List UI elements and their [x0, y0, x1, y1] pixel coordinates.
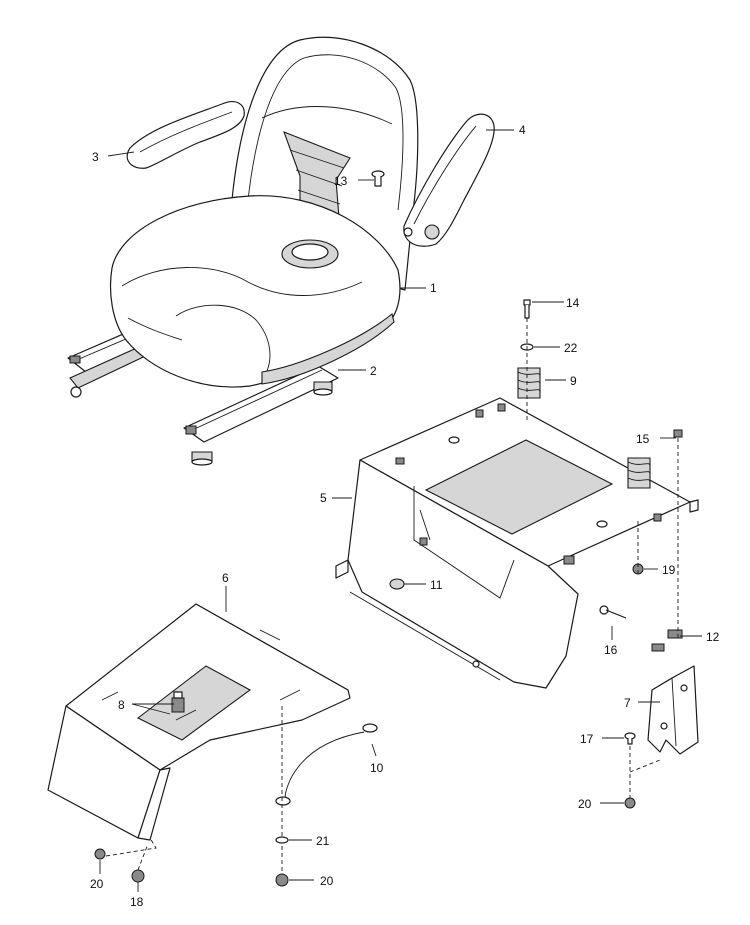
- washer-21: [275, 836, 289, 844]
- screw-17: [624, 732, 636, 745]
- callout-21: 21: [316, 834, 330, 848]
- callout-22: 22: [564, 341, 578, 355]
- callout-7: 7: [624, 696, 631, 710]
- callout-16: 16: [604, 643, 618, 657]
- callout-10: 10: [370, 761, 384, 775]
- lanyard-cable: [275, 723, 378, 806]
- spring-lower: [627, 457, 651, 489]
- adjustment-knob: [371, 170, 385, 187]
- bolt-18: [131, 869, 145, 883]
- leader-lines: [99, 129, 702, 892]
- left-armrest: [126, 101, 245, 169]
- callout-4: 4: [519, 123, 526, 137]
- nut-20-base: [275, 873, 289, 887]
- seat-bolt: [523, 299, 531, 319]
- callout-19: 19: [662, 563, 676, 577]
- mount-bracket: [647, 665, 699, 755]
- callout-15: 15: [636, 432, 650, 446]
- seat-assembly: [109, 36, 419, 388]
- callout-5: 5: [320, 491, 327, 505]
- bolt-15: [673, 429, 683, 438]
- callout-2: 2: [370, 364, 377, 378]
- right-armrest: [403, 113, 495, 247]
- callout-9: 9: [570, 374, 577, 388]
- callout-17: 17: [580, 732, 594, 746]
- nut-20-left: [94, 848, 106, 860]
- callout-12: 12: [706, 630, 720, 644]
- base-plate: [47, 603, 351, 841]
- seat-pan-box: [335, 397, 699, 689]
- spring-upper: [517, 367, 541, 399]
- callout-14: 14: [566, 296, 580, 310]
- callout-20-bracket: 20: [578, 797, 592, 811]
- callout-6: 6: [222, 571, 229, 585]
- callout-labels: 1 2 3 4 5 6 7 8 9 10 11 12 13 14 15 16 1…: [90, 123, 720, 909]
- callout-20-base: 20: [320, 874, 334, 888]
- callout-20-left: 20: [90, 877, 104, 891]
- callout-13: 13: [334, 174, 348, 188]
- clip-12: [651, 629, 683, 652]
- callout-18: 18: [130, 895, 144, 909]
- nut-20-bracket: [624, 797, 636, 809]
- callout-11: 11: [430, 578, 443, 592]
- callout-8: 8: [118, 698, 125, 712]
- callout-3: 3: [92, 150, 99, 164]
- assembly-lines: [105, 318, 679, 874]
- plug: [389, 578, 405, 590]
- callout-1: 1: [430, 281, 437, 295]
- pin-16: [599, 605, 627, 619]
